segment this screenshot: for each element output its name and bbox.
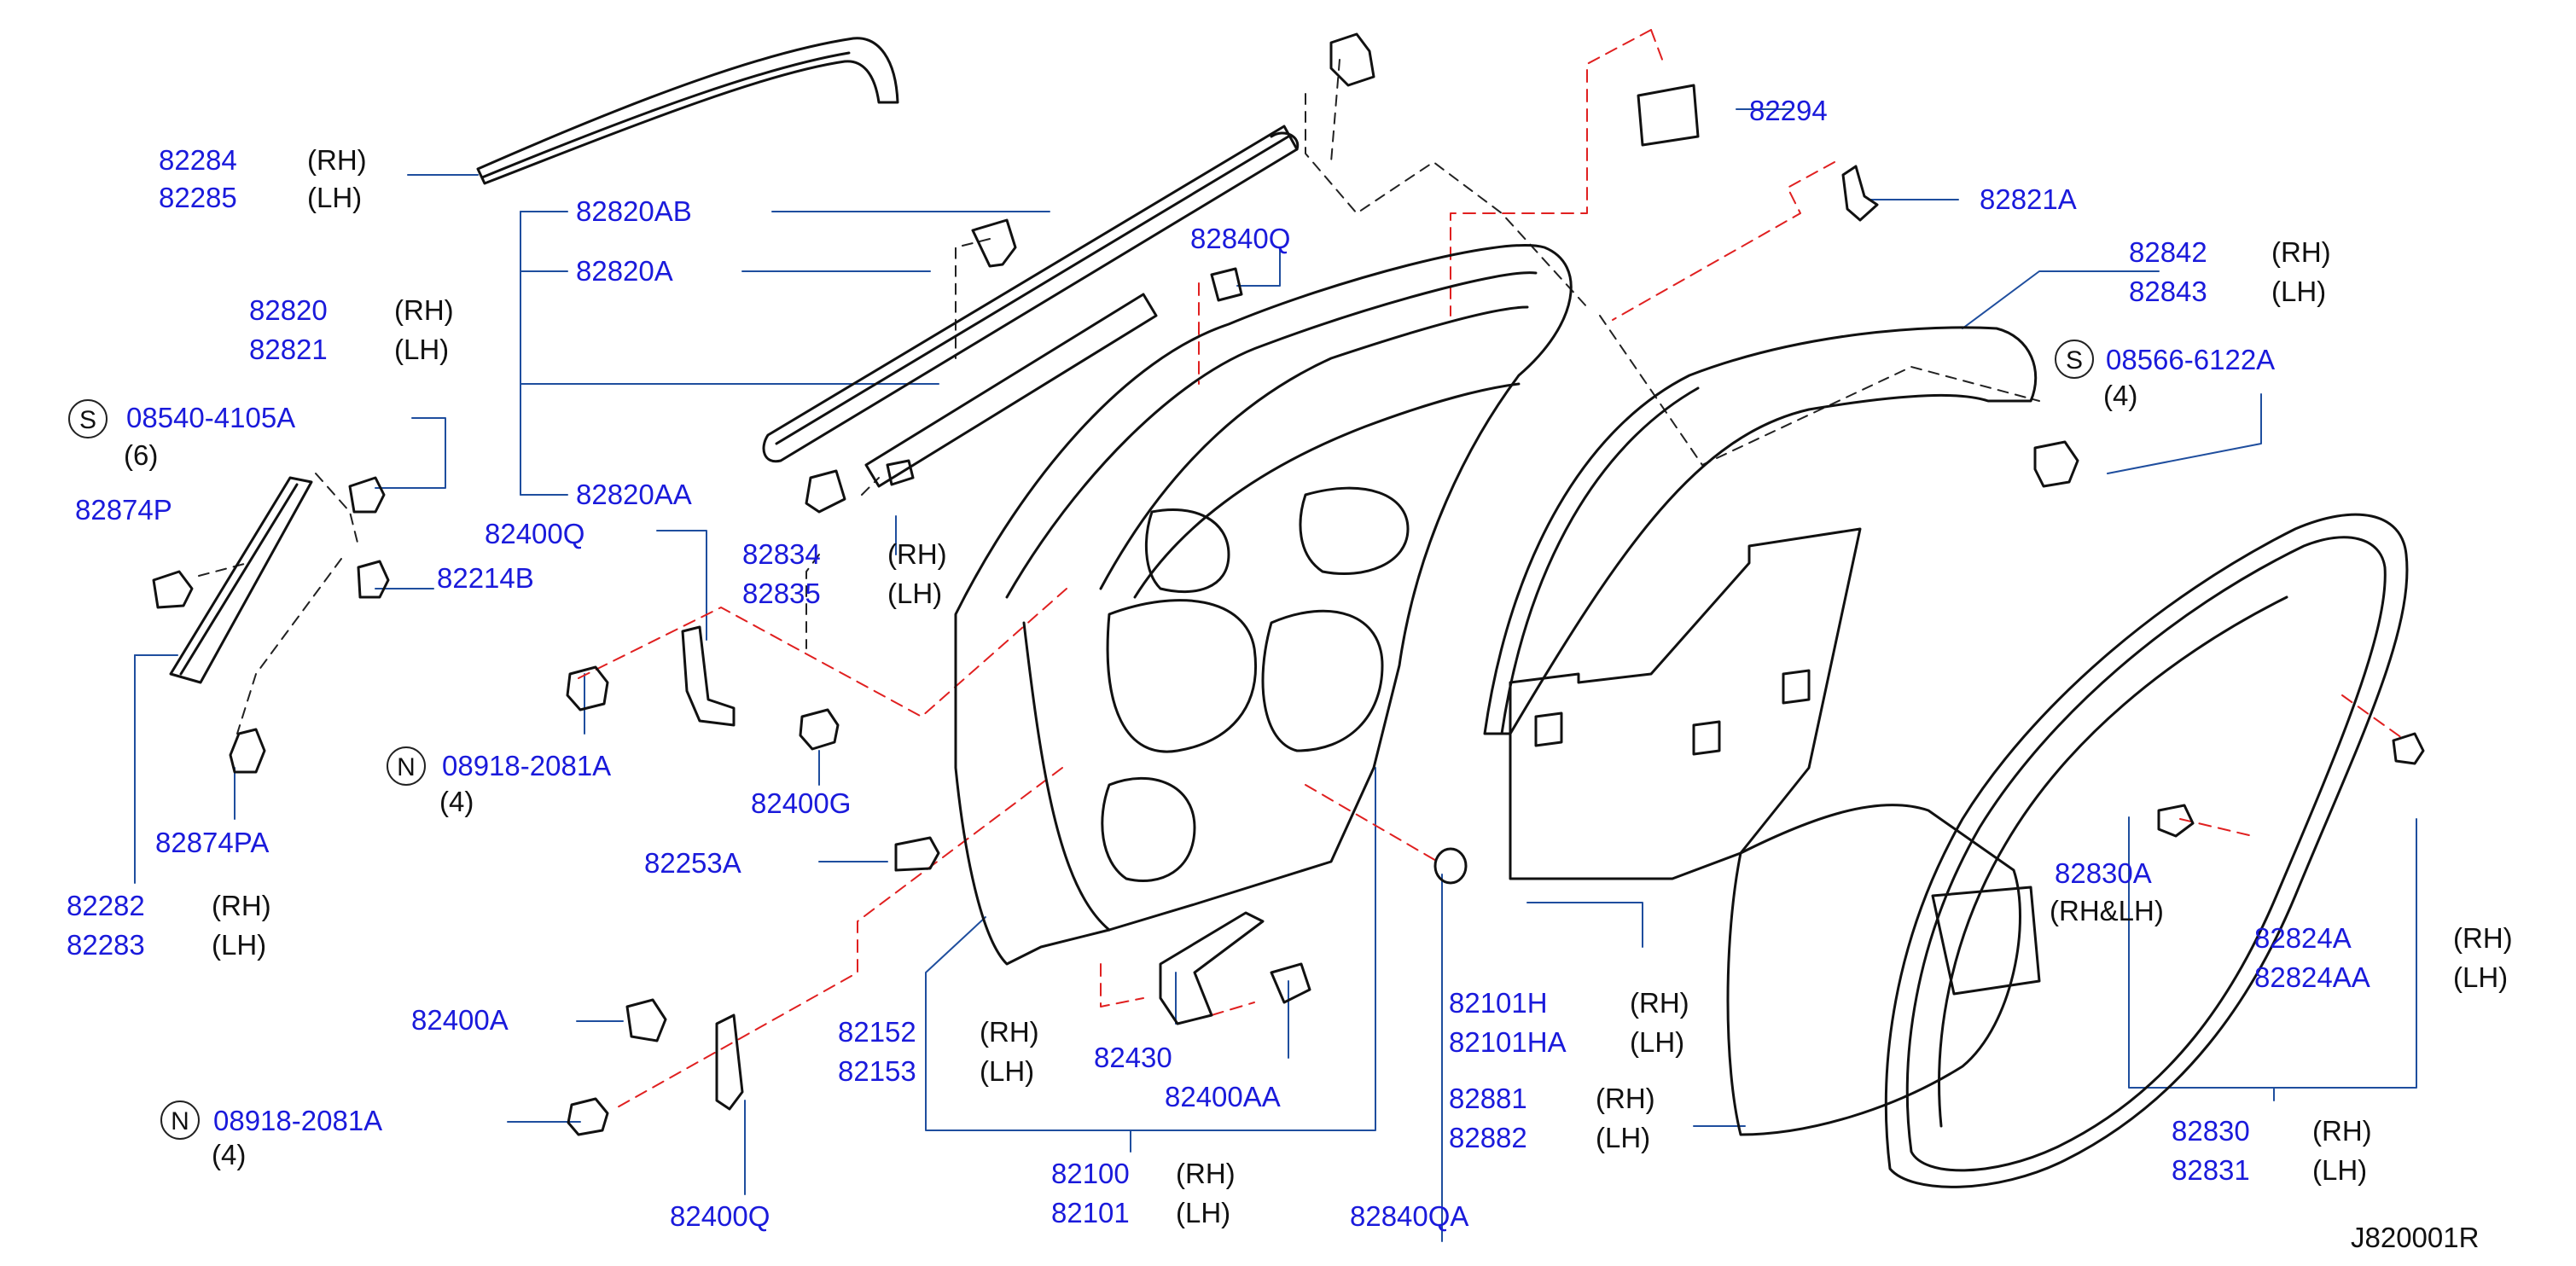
side-rh: (RH) (980, 1016, 1039, 1048)
black-dashed-lines (198, 59, 2040, 735)
side-lh: (LH) (2453, 961, 2509, 993)
side-rh: (RH) (212, 890, 271, 921)
n-marker: N (387, 746, 426, 786)
side-lh: (LH) (307, 182, 363, 213)
side-lh: (LH) (1176, 1197, 1231, 1228)
label-82400A: 82400A (411, 1004, 509, 1036)
label-82284: 82284 (159, 144, 237, 176)
label-82430: 82430 (1094, 1042, 1172, 1073)
label-82294: 82294 (1749, 95, 1828, 126)
label-82152: 82152 (838, 1016, 916, 1048)
label-82400AA: 82400AA (1165, 1081, 1281, 1112)
label-82285: 82285 (159, 182, 237, 213)
label-82253A: 82253A (644, 847, 741, 879)
label-82153: 82153 (838, 1055, 916, 1087)
label-82834: 82834 (742, 538, 821, 570)
qty-4-right: (4) (2103, 380, 2138, 411)
qty-4-top: (4) (439, 786, 474, 817)
label-82101HA: 82101HA (1449, 1026, 1567, 1058)
n-marker: N (160, 1100, 200, 1140)
part-outlines (152, 32, 2425, 1188)
label-08566-6122A: 08566-6122A (2106, 344, 2276, 375)
qty-6: (6) (124, 439, 159, 471)
side-lh: (LH) (394, 334, 450, 365)
label-08918-2081A-bottom: 08918-2081A (213, 1105, 383, 1136)
label-82400Q-bottom: 82400Q (670, 1200, 770, 1232)
label-82874PA: 82874PA (155, 827, 270, 858)
side-lh: (LH) (887, 578, 943, 609)
label-82840QA: 82840QA (1350, 1200, 1469, 1232)
label-82820AB: 82820AB (576, 195, 692, 227)
label-82283: 82283 (67, 929, 145, 961)
label-82101: 82101 (1051, 1197, 1130, 1228)
label-82824A: 82824A (2254, 922, 2352, 954)
label-82831: 82831 (2172, 1154, 2250, 1186)
side-rh: (RH) (1176, 1158, 1236, 1189)
label-82840Q: 82840Q (1190, 223, 1291, 254)
label-82282: 82282 (67, 890, 145, 921)
side-rh: (RH) (2312, 1115, 2372, 1147)
label-82835: 82835 (742, 578, 821, 609)
label-82842: 82842 (2129, 236, 2207, 268)
label-82101H: 82101H (1449, 987, 1548, 1019)
side-lh: (LH) (980, 1055, 1035, 1087)
side-rh: (RH) (394, 294, 454, 326)
label-82843: 82843 (2129, 276, 2207, 307)
label-82400G: 82400G (751, 787, 852, 819)
s-marker: S (2055, 340, 2094, 379)
label-82820A: 82820A (576, 255, 673, 287)
label-82100: 82100 (1051, 1158, 1130, 1189)
qty-4-bottom: (4) (212, 1139, 247, 1170)
side-rh: (RH) (2453, 922, 2513, 954)
side-lh: (LH) (212, 929, 267, 961)
label-82882: 82882 (1449, 1122, 1527, 1153)
label-82821: 82821 (249, 334, 328, 365)
side-lh: (LH) (2312, 1154, 2368, 1186)
side-lh: (LH) (2271, 276, 2327, 307)
label-82830A: 82830A (2055, 857, 2152, 889)
label-82824AA: 82824AA (2254, 961, 2370, 993)
label-82830: 82830 (2172, 1115, 2250, 1147)
label-08918-2081A-top: 08918-2081A (442, 750, 612, 781)
drawing-code: J820001R (2351, 1222, 2480, 1253)
label-82214B: 82214B (437, 562, 534, 594)
label-82881: 82881 (1449, 1083, 1527, 1114)
red-dashed-lines (578, 29, 2403, 1110)
label-82820AA: 82820AA (576, 479, 692, 510)
s-marker: S (68, 399, 108, 438)
side-rh: (RH) (1596, 1083, 1655, 1114)
side-rh: (RH) (1630, 987, 1689, 1019)
label-08540-4105A: 08540-4105A (126, 402, 296, 433)
side-lh: (LH) (1630, 1026, 1685, 1058)
side-lh: (LH) (1596, 1122, 1651, 1153)
side-rh: (RH) (887, 538, 947, 570)
label-82874P: 82874P (75, 494, 172, 526)
label-82400Q-top: 82400Q (485, 518, 585, 549)
label-82821A: 82821A (1980, 183, 2077, 215)
side-rh: (RH) (307, 144, 367, 176)
side-rh: (RH) (2271, 236, 2331, 268)
leader-lines (134, 108, 2417, 1242)
rh-and-lh: (RH&LH) (2050, 895, 2164, 926)
label-82820: 82820 (249, 294, 328, 326)
